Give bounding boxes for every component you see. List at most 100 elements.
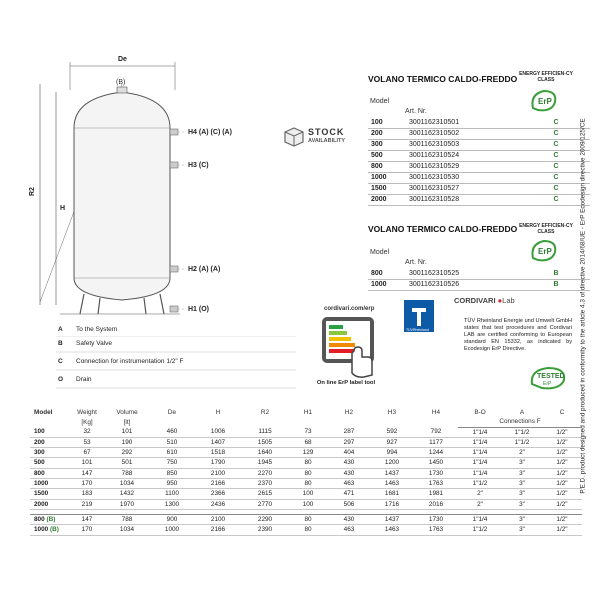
art-cell: 3001162310525 — [406, 269, 522, 280]
column-header: R2 — [260, 409, 270, 416]
connections-label: Connections F — [458, 417, 582, 428]
value-cell: 3" — [502, 524, 542, 536]
model-cell: 500 — [368, 150, 406, 162]
value-cell: 430 — [328, 514, 370, 526]
value-cell: 610 — [150, 447, 194, 459]
svg-text:ErP: ErP — [543, 381, 552, 387]
svg-text:TESTED: TESTED — [537, 373, 565, 380]
value-cell: 510 — [150, 437, 194, 449]
tool-url[interactable]: cordivari.com/erp — [324, 306, 375, 312]
value-cell: 1200 — [370, 457, 414, 469]
value-cell: 430 — [328, 457, 370, 469]
value-cell: 1450 — [414, 457, 458, 469]
value-cell: 404 — [328, 447, 370, 459]
value-cell: 100 — [288, 499, 328, 510]
value-cell: 1"1/4 — [458, 447, 502, 459]
stock-title: STOCK — [308, 127, 345, 137]
erp-label-tool[interactable]: cordivari.com/erp On line ErP label tool — [300, 306, 410, 390]
value-cell: 32 — [70, 427, 104, 438]
model-cell: 100 — [30, 427, 70, 438]
model-suffix: (B) — [46, 515, 56, 523]
model-cell: 100 — [368, 118, 406, 129]
value-cell: 1463 — [370, 524, 414, 536]
unit-cell — [370, 417, 414, 427]
model-cell: 2000 — [30, 499, 70, 510]
model-cell: 800 — [30, 468, 70, 480]
column-header: H — [215, 409, 221, 416]
class-cell: C — [522, 194, 590, 206]
unit-cell — [288, 417, 328, 427]
value-cell: 1"1/4 — [458, 457, 502, 469]
value-cell: 1730 — [414, 514, 458, 526]
value-cell: 2166 — [194, 524, 242, 536]
r2-label: R2 — [29, 187, 36, 196]
de-label: De — [118, 56, 127, 63]
value-cell: 1945 — [242, 457, 288, 469]
column-header: Weight — [77, 409, 97, 416]
art-cell: 3001162310501 — [406, 118, 522, 129]
table1-erp-header: ENERGY EFFICIEN-CY CLASS — [519, 71, 573, 83]
value-cell: 297 — [328, 437, 370, 449]
value-cell: 788 — [104, 514, 150, 526]
model-number: 1000 — [34, 526, 49, 534]
tested-erp-icon: TESTED ErP — [530, 366, 566, 390]
h-label: H — [60, 205, 65, 212]
unit-cell — [30, 417, 70, 427]
model-cell: 800 (B) — [30, 514, 70, 526]
value-cell: 471 — [328, 488, 370, 500]
value-cell: 1"1/4 — [458, 514, 502, 526]
separator-cell — [30, 509, 582, 515]
value-cell: 2" — [458, 488, 502, 500]
unit-cell: [Kg] — [81, 418, 93, 426]
value-cell: 1034 — [104, 524, 150, 536]
art-cell: 3001162310524 — [406, 150, 522, 162]
value-cell: 67 — [70, 447, 104, 459]
value-cell: 190 — [104, 437, 150, 449]
value-cell: 129 — [288, 447, 328, 459]
unit-cell — [242, 417, 288, 427]
column-header: H1 — [303, 409, 313, 416]
value-cell: 1"1/2 — [502, 437, 542, 449]
value-cell: 2" — [502, 447, 542, 459]
h4-label: H4 (A) (C) (A) — [188, 129, 232, 136]
value-cell: 1100 — [150, 488, 194, 500]
value-cell: 592 — [370, 427, 414, 438]
value-cell: 463 — [328, 524, 370, 536]
value-cell: 80 — [288, 478, 328, 490]
class-cell: C — [522, 172, 590, 184]
table2-title: VOLANO TERMICO CALDO-FREDDO — [368, 224, 518, 234]
art-cell: 3001162310530 — [406, 172, 522, 184]
value-cell: 1"1/4 — [458, 427, 502, 438]
value-cell: 1034 — [104, 478, 150, 490]
value-cell: 950 — [150, 478, 194, 490]
table-separator — [30, 509, 582, 515]
value-cell: 1/2" — [542, 488, 582, 500]
value-cell: 1763 — [414, 524, 458, 536]
value-cell: 1"1/2 — [458, 524, 502, 536]
table1-art-label: Art. Nr. — [405, 108, 427, 115]
value-cell: 1463 — [370, 478, 414, 490]
column-header: Volume — [116, 409, 138, 416]
model-suffix: (B) — [50, 526, 59, 534]
certification-text: TÜV Rheinland Energie und Umwelt GmbH st… — [464, 318, 572, 352]
table2-art-label: Art. Nr. — [405, 259, 427, 266]
value-cell: 788 — [104, 468, 150, 480]
value-cell: 506 — [328, 499, 370, 510]
value-cell: 463 — [328, 478, 370, 490]
column-header: H2 — [344, 409, 354, 416]
value-cell: 1981 — [414, 488, 458, 500]
value-cell: 1/2" — [542, 427, 582, 438]
model-cell: 1000 (B) — [30, 524, 70, 536]
